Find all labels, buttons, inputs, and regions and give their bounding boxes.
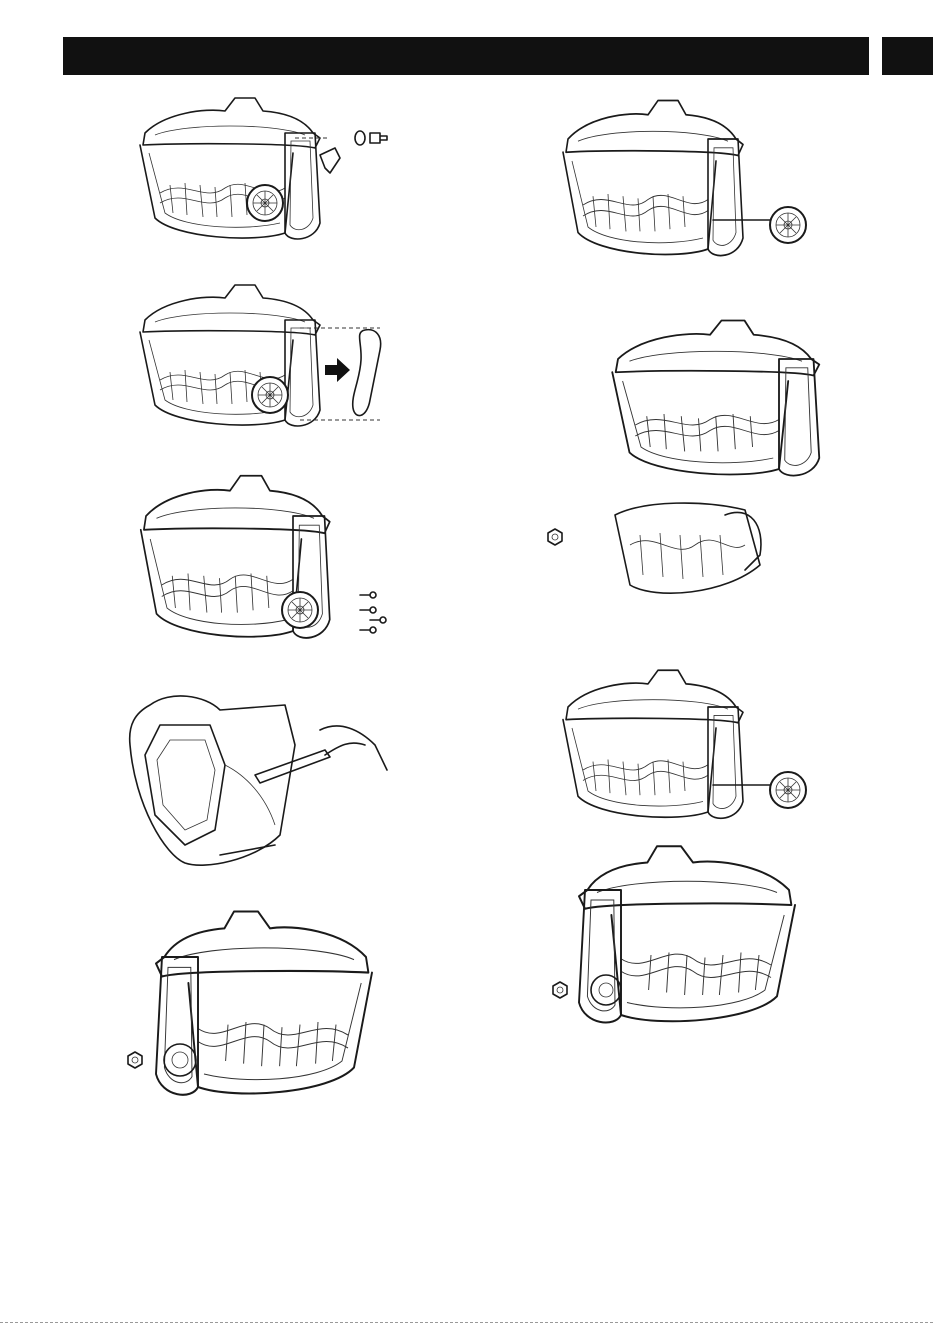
header-bar (63, 37, 869, 75)
page-number-tab (882, 37, 933, 75)
wheel-icon (770, 207, 806, 243)
auger-icon (615, 503, 761, 593)
arrow-right-icon (325, 358, 350, 382)
snow-thrower-icon (130, 696, 295, 865)
bolt-icon (370, 133, 387, 143)
hex-nut-icon (553, 982, 567, 998)
figure-wheel-axle-reassembled (548, 665, 813, 835)
snow-thrower-icon (140, 98, 320, 239)
wheel-icon (282, 592, 318, 628)
snow-thrower-icon (140, 285, 320, 426)
figure-wheel-axle-side-view (548, 95, 813, 265)
snow-thrower-icon (563, 101, 743, 256)
hand-brush-icon (255, 726, 387, 783)
figure-tighten-nut-opposite-side (548, 840, 813, 1045)
figure-reattach-cover-screws (125, 470, 390, 655)
washer-icon (355, 131, 365, 145)
figure-remove-nut-opposite-side (125, 905, 390, 1120)
figure-clean-housing-with-brush (125, 685, 390, 875)
snow-thrower-icon (612, 321, 819, 476)
wheel-icon (247, 185, 283, 221)
hex-nut-icon (128, 1052, 142, 1068)
wheel-icon (770, 772, 806, 808)
snow-thrower-icon (563, 670, 743, 818)
snow-thrower-icon (156, 912, 372, 1095)
figure-install-drive-belt (125, 280, 390, 430)
screw-icon (360, 592, 386, 633)
hex-nut-icon (548, 529, 562, 545)
drive-belt-icon (353, 330, 381, 416)
snow-thrower-icon (579, 846, 795, 1022)
figure-remove-side-cover-bolts (125, 93, 390, 248)
figure-remove-auger-assembly (545, 315, 815, 600)
page-footer-line (0, 1322, 933, 1323)
lever-icon (320, 148, 340, 173)
wheel-icon (252, 377, 288, 413)
